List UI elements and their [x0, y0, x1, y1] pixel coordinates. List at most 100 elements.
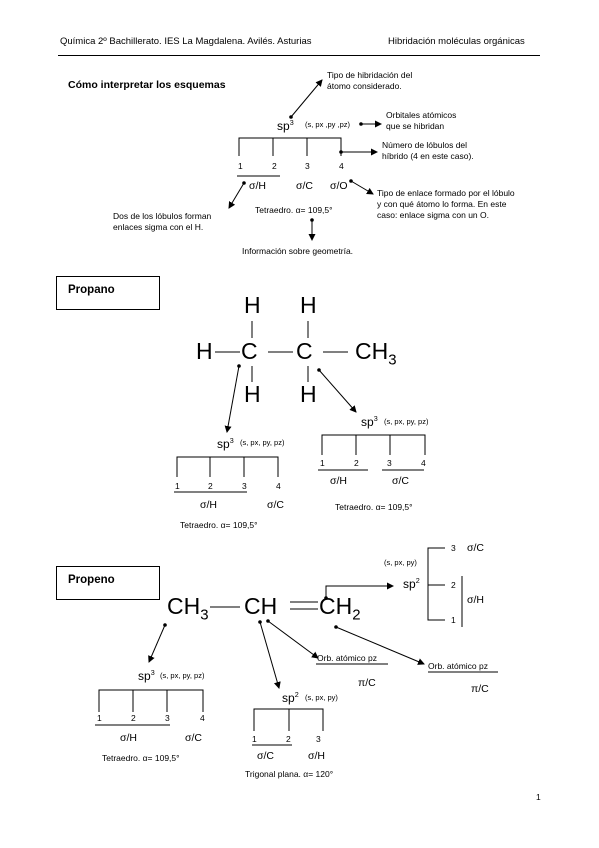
- propeno-ch3: CH3: [167, 593, 209, 624]
- propeno-c2-bond-sigma-h: σ/H: [308, 750, 325, 762]
- propeno-c3-hybridization: sp2: [403, 576, 420, 591]
- propano-c1-orbitals: (s, px, py, pz): [240, 438, 285, 447]
- propeno-c3-lobe-number: 2: [451, 580, 456, 590]
- propano-atom-c-1: C: [241, 338, 258, 364]
- propeno-c3-hyb-base: sp: [403, 577, 416, 591]
- propano-c2-geometry: Tetraedro. α= 109,5°: [335, 502, 413, 512]
- propeno-c3-orbitals: (s, px, py): [384, 558, 417, 567]
- intro-orbitals: (s, px ,py ,pz): [305, 120, 351, 129]
- intro-lobe-number: 3: [305, 161, 310, 171]
- propeno-c1-bond-sigma-h: σ/H: [120, 732, 137, 744]
- propeno-c1-lobe-number: 1: [97, 713, 102, 723]
- header-right: Hibridación moléculas orgánicas: [388, 36, 525, 47]
- propano-label: Propano: [68, 284, 115, 296]
- intro-hyb-base: sp: [277, 119, 290, 133]
- propeno-c2-lobe-number: 2: [286, 734, 291, 744]
- bond-note-line-2: y con qué átomo lo forma. En este: [377, 199, 507, 209]
- bond-note-line-3: caso: enlace sigma con un O.: [377, 210, 489, 220]
- propeno-c3-bond-sigma-h: σ/H: [467, 594, 484, 606]
- propano-atom-h-left: H: [196, 338, 213, 364]
- bond-note-line-1: Tipo de enlace formado por el lóbulo: [377, 188, 515, 198]
- intro-lobe-number: 2: [272, 161, 277, 171]
- propano-c2-bond-sigma-h: σ/H: [330, 475, 347, 487]
- propano-c1-hyb-base: sp: [217, 437, 230, 451]
- propano-atom-c-2: C: [296, 338, 313, 364]
- propeno-ch3-subscript: 3: [200, 606, 209, 624]
- propano-label-box: Propano: [56, 276, 160, 310]
- propeno-c1-hyb-base: sp: [138, 669, 151, 683]
- propano-c1-hyb-exponent: 3: [229, 436, 234, 445]
- intro-lobe-number: 1: [238, 161, 243, 171]
- propeno-c1-lobe-number: 3: [165, 713, 170, 723]
- propeno-c1-hybridization: sp3: [138, 668, 155, 683]
- two-lobes-note-line-2: enlaces sigma con el H.: [113, 222, 204, 232]
- intro-lobe-number: 4: [339, 161, 344, 171]
- propano-ch3-subscript: 3: [388, 351, 397, 369]
- intro-bond-sigma-o: σ/O: [330, 180, 348, 192]
- propeno-c3-pz-label: Orb. atómico pz: [428, 661, 488, 671]
- hybridization-type-note-line-2: átomo considerado.: [327, 81, 402, 91]
- propeno-c2-pz-label: Orb. atómico pz: [317, 653, 377, 663]
- propano-c1-lobe-number: 3: [242, 481, 247, 491]
- propano-c2-lobe-number: 2: [354, 458, 359, 468]
- propeno-c1-geometry: Tetraedro. α= 109,5°: [102, 753, 180, 763]
- hybridization-type-note-line-1: Tipo de hibridación del: [327, 70, 413, 80]
- propano-c2-hyb-base: sp: [361, 415, 374, 429]
- propeno-c3-hyb-exponent: 2: [415, 576, 420, 585]
- propano-atom-h-bottom-1: H: [244, 381, 261, 407]
- propeno-c2-bond-sigma-c: σ/C: [257, 750, 274, 762]
- intro-title: Cómo interpretar los esquemas: [68, 79, 226, 91]
- header-rule: [58, 55, 540, 56]
- propeno-c3-lobe-number: 3: [451, 543, 456, 553]
- two-lobes-note-line-1: Dos de los lóbulos forman: [113, 211, 212, 221]
- propano-c2-hybridization: sp3: [361, 414, 378, 429]
- propeno-c2-geometry: Trigonal plana. α= 120°: [245, 769, 334, 779]
- propeno-c2-lobe-number: 3: [316, 734, 321, 744]
- lobes-note-line-2: híbrido (4 en este caso).: [382, 151, 474, 161]
- propeno-ch2: CH2: [319, 593, 361, 624]
- propano-c2-lobe-number: 1: [320, 458, 325, 468]
- propeno-c3-pi-bond: π/C: [471, 683, 489, 695]
- lobes-note-line-1: Número de lóbulos del: [382, 140, 468, 150]
- propano-ch3-base: CH: [355, 338, 389, 364]
- propano-c2-bond-sigma-c: σ/C: [392, 475, 409, 487]
- propeno-c3-bond-sigma-c: σ/C: [467, 542, 484, 554]
- propano-c1-lobe-number: 1: [175, 481, 180, 491]
- propano-c1-bond-sigma-h: σ/H: [200, 499, 217, 511]
- propano-c2-orbitals: (s, px, py, pz): [384, 417, 429, 426]
- orbitals-note-line-2: que se hibridan: [386, 121, 445, 131]
- header-left: Química 2º Bachillerato. IES La Magdalen…: [60, 36, 312, 47]
- propano-c2-lobe-number: 4: [421, 458, 426, 468]
- propano-c1-lobe-number: 2: [208, 481, 213, 491]
- propeno-ch: CH: [244, 593, 278, 619]
- propeno-c1-orbitals: (s, px, py, pz): [160, 671, 205, 680]
- intro-bond-sigma-c: σ/C: [296, 180, 313, 192]
- propeno-c1-bond-sigma-c: σ/C: [185, 732, 202, 744]
- propeno-c2-hyb-exponent: 2: [294, 690, 299, 699]
- propano-c1-lobe-number: 4: [276, 481, 281, 491]
- propeno-c1-lobe-number: 4: [200, 713, 205, 723]
- propeno-c2-lobe-number: 1: [252, 734, 257, 744]
- propano-atom-h-top-2: H: [300, 292, 317, 318]
- propeno-c3-lobe-number: 1: [451, 615, 456, 625]
- propano-atom-h-top-1: H: [244, 292, 261, 318]
- propano-c1-bond-sigma-c: σ/C: [267, 499, 284, 511]
- propano-atom-ch3: CH3: [355, 338, 397, 369]
- geometry-note: Información sobre geometría.: [242, 246, 354, 256]
- propeno-c2-pi-bond: π/C: [358, 677, 376, 689]
- orbitals-note-line-1: Orbitales atómicos: [386, 110, 457, 120]
- propeno-c1-hyb-exponent: 3: [150, 668, 155, 677]
- propano-c1-hybridization: sp3: [217, 436, 234, 451]
- propano-c2-lobe-number: 3: [387, 458, 392, 468]
- propeno-c2-hybridization: sp2: [282, 690, 299, 705]
- propano-atom-h-bottom-2: H: [300, 381, 317, 407]
- page-number: 1: [536, 792, 541, 802]
- propeno-label: Propeno: [68, 574, 115, 586]
- propeno-c2-orbitals: (s, px, py): [305, 693, 338, 702]
- intro-bond-sigma-h: σ/H: [249, 180, 266, 192]
- propeno-ch2-subscript: 2: [352, 606, 361, 624]
- intro-hyb-exponent: 3: [289, 118, 294, 127]
- intro-geometry: Tetraedro. α= 109,5°: [255, 205, 333, 215]
